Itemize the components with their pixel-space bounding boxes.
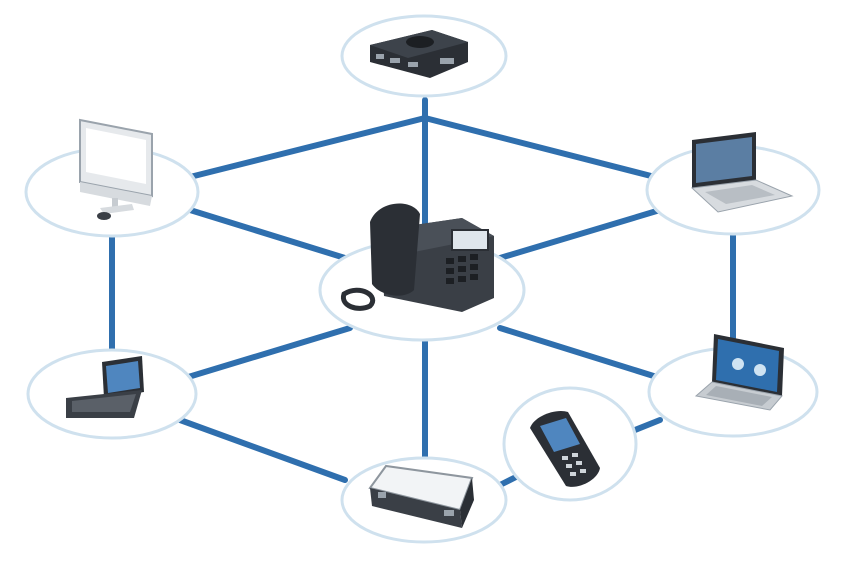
- laptop-icon: [690, 132, 794, 213]
- link-leftbottom-bottom: [177, 417, 348, 483]
- router-box-icon: [368, 464, 474, 528]
- laptop-blue-screen-icon: [694, 334, 784, 411]
- link-lefttop-hub: [187, 207, 348, 261]
- mobile-handset-icon: [530, 410, 600, 487]
- link-top-righttop: [422, 115, 658, 180]
- link-righttop-hub: [497, 207, 663, 261]
- link-hub-rightbottom: [497, 325, 663, 381]
- network-base-station-icon: [370, 30, 468, 78]
- link-hub-leftbottom: [182, 325, 353, 381]
- link-top-lefttop: [187, 115, 428, 180]
- connection-lines: [109, 97, 736, 488]
- desk-phone-icon: [340, 203, 494, 312]
- mini-laptop-icon: [66, 356, 144, 418]
- desktop-monitor-icon: [79, 118, 153, 220]
